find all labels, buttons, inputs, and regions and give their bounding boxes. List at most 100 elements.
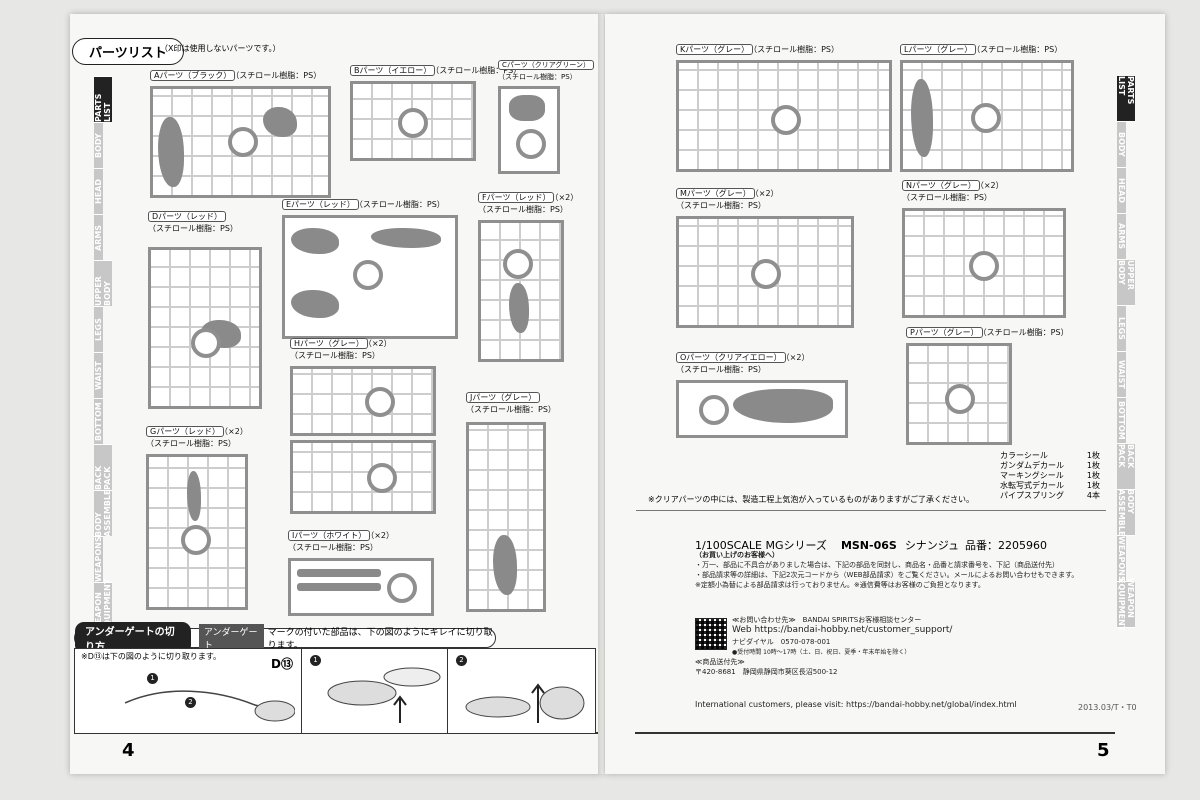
part-l: Lパーツ（グレー）（スチロール樹脂：PS） [900, 44, 1074, 172]
part-label: Iパーツ（ホワイト） [288, 530, 371, 541]
product-number: 品番：2205960 [965, 539, 1047, 552]
section-tab[interactable]: BODY ASSEMBLE [94, 489, 112, 538]
part-material: （スチロール樹脂：PS） [146, 439, 236, 448]
accessory-name: カラーシール [1000, 451, 1048, 460]
section-tab[interactable]: LEGS [1117, 306, 1126, 352]
part-label: Nパーツ（グレー） [902, 180, 980, 191]
scale-label: 1/100SCALE MGシリーズ [695, 539, 827, 552]
section-tab[interactable]: ARMS [1117, 214, 1126, 260]
sprue-frame [676, 60, 892, 172]
header-note: （X印は使用しないパーツです。） [160, 44, 281, 53]
part-c: Cパーツ（クリアグリーン） （スチロール樹脂：PS） [498, 59, 595, 174]
contact-line: ・万一、部品に不具合がありました場合は、下記の部品を同封し、商品名・品番と請求番… [695, 561, 1059, 569]
part-label: Dパーツ（レッド） [148, 211, 226, 222]
cut-diagram-1 [125, 690, 295, 722]
section-tab[interactable]: BACK PACK [1117, 444, 1135, 490]
part-material: （スチロール樹脂：PS） [435, 66, 522, 75]
section-tab[interactable]: UPPER BODY [1117, 260, 1135, 306]
part-n: Nパーツ（グレー）（×2） （スチロール樹脂：PS） [902, 180, 1066, 318]
accessory-qty: 1枚 [1086, 461, 1100, 470]
ship-address: 〒420-8681 静岡県静岡市葵区長沼500-12 [695, 668, 838, 676]
part-label: Eパーツ（レッド） [282, 199, 359, 210]
part-material: （スチロール樹脂：PS） [676, 365, 766, 374]
page-number: 5 [1097, 740, 1110, 761]
sprue-frame [900, 60, 1074, 172]
support-url-link[interactable]: Web https://bandai-hobby.net/customer_su… [732, 625, 953, 635]
undergate-tag: アンダーゲート [198, 624, 264, 652]
part-o: Oパーツ（クリアイエロー）（×2） （スチロール樹脂：PS） [676, 352, 848, 438]
part-label: Oパーツ（クリアイエロー） [676, 352, 786, 363]
part-material: （スチロール樹脂：PS） [466, 405, 556, 414]
section-tab[interactable]: BODY [1117, 122, 1126, 168]
cut-diagram-2 [327, 667, 441, 723]
part-material: （スチロール樹脂：PS） [676, 201, 766, 210]
right-section-tabs: PARTS LIST BODY HEAD ARMS UPPER BODY LEG… [1117, 76, 1141, 632]
undergate-text: マークの付いた部品は、下の図のようにキレイに切り取ります。 [267, 628, 493, 651]
section-tab[interactable]: ARMS [94, 214, 103, 260]
qr-code[interactable] [695, 618, 727, 650]
part-d: Dパーツ（レッド） （スチロール樹脂：PS） [148, 211, 262, 409]
section-tab[interactable]: BACK PACK [94, 444, 112, 490]
accessory-qty: 4本 [1086, 491, 1100, 500]
section-tab[interactable]: PARTS LIST [94, 76, 112, 122]
parts-list-header: パーツリスト [72, 38, 184, 65]
section-tab[interactable]: WAIST [94, 352, 103, 398]
section-tab[interactable]: BOTTOM [1117, 398, 1126, 444]
contact-line: ・部品請求等の詳細は、下記2次元コードから（WEB部品請求）をご覧ください。メー… [695, 571, 1079, 579]
part-label: Bパーツ（イエロー） [350, 65, 436, 76]
part-material: （スチロール樹脂：PS） [478, 205, 568, 214]
part-label: Mパーツ（グレー） [676, 188, 755, 199]
undergate-note: ※D⑬は下の図のように切り取ります。 [81, 652, 222, 661]
part-k: Kパーツ（グレー）（スチロール樹脂：PS） [676, 44, 892, 172]
contact-line: ※定額小為替による部品請求は行っておりません。※通信費等はお客様のご負担となりま… [695, 581, 985, 589]
international-note: International customers, please visit: h… [695, 700, 1017, 709]
section-tab[interactable]: BODY [94, 122, 103, 168]
undergate-diagram: ※D⑬は下の図のように切り取ります。 D⑬ 1 2 1 2 [74, 648, 596, 734]
part-material: （スチロール樹脂：PS） [235, 71, 322, 80]
sprue-frame [148, 247, 262, 409]
sprue-frame [150, 86, 331, 198]
section-tab[interactable]: UPPER BODY [94, 260, 112, 306]
accessory-name: 水転写式デカール [1000, 481, 1064, 490]
sprue-frame [282, 215, 458, 339]
contact-heading: （お買い上げのお客様へ） [695, 551, 779, 559]
part-i: Iパーツ（ホワイト）（×2） （スチロール樹脂：PS） [288, 530, 434, 616]
section-tab[interactable]: LEGS [94, 306, 103, 352]
kit-name: シナンジュ [904, 539, 960, 552]
part-label: Aパーツ（ブラック） [150, 70, 236, 81]
section-tab[interactable]: BOTTOM [94, 398, 103, 444]
part-g: Gパーツ（レッド）（×2） （スチロール樹脂：PS） [146, 426, 248, 610]
accessory-qty: 1枚 [1086, 481, 1100, 490]
section-tab[interactable]: WEAPONS [94, 536, 103, 583]
part-p: Pパーツ（グレー）（スチロール樹脂：PS） [906, 327, 1069, 445]
part-qty: （×2） [224, 427, 248, 436]
part-label: Gパーツ（レッド） [146, 426, 225, 437]
part-material: （スチロール樹脂：PS） [290, 351, 380, 360]
sprue-frame [288, 558, 434, 616]
section-tab[interactable]: HEAD [94, 168, 103, 214]
section-tab[interactable]: PARTS LIST [1117, 76, 1135, 122]
step-cell-2: 2 [447, 649, 585, 733]
part-e: Eパーツ（レッド）（スチロール樹脂：PS） [282, 199, 458, 339]
part-label: Fパーツ（レッド） [478, 192, 555, 203]
page-gutter [598, 14, 608, 774]
part-qty: （×2） [785, 353, 810, 362]
section-tab[interactable]: BODY ASSEMBLE [1117, 488, 1135, 537]
part-material: （スチロール樹脂：PS） [902, 193, 992, 202]
inquiry-label: ≪お問い合わせ先≫ BANDAI SPIRITSお客様相談センター [732, 616, 922, 624]
section-tab[interactable]: WEAPON EQUIPMENT [1117, 577, 1135, 632]
part-material: （スチロール樹脂：PS） [288, 543, 378, 552]
section-tab[interactable]: WEAPONS [1117, 535, 1126, 582]
section-tab[interactable]: HEAD [1117, 168, 1126, 214]
accessory-name: マーキングシール [1000, 471, 1064, 480]
part-material: （スチロール樹脂：PS） [148, 224, 238, 233]
part-material: （スチロール樹脂：PS） [753, 45, 839, 54]
step-badge: 2 [185, 697, 196, 708]
section-tab[interactable]: WAIST [1117, 352, 1126, 398]
cut-diagram-3 [465, 683, 585, 723]
part-qty: （×2） [979, 181, 1004, 190]
